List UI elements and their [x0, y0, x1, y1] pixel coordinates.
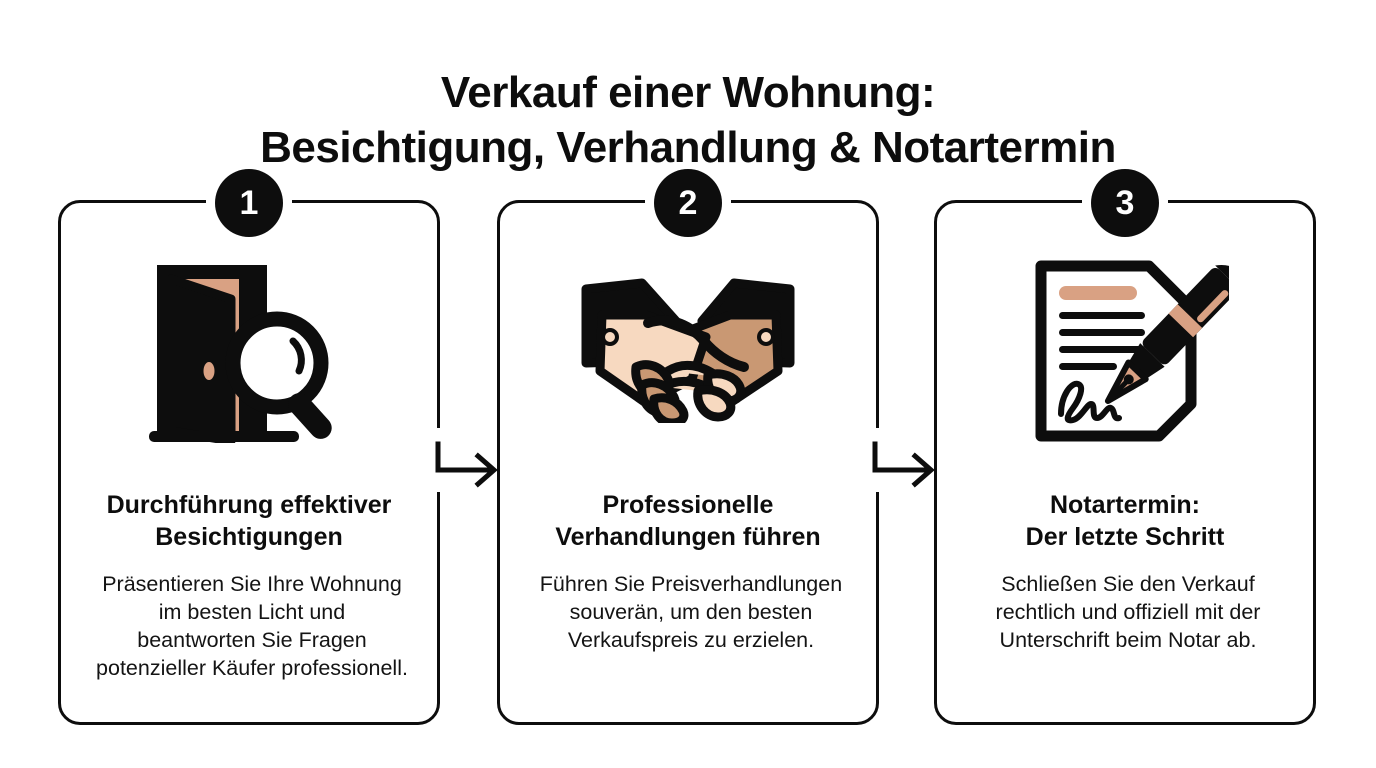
- step-card-3: 3: [934, 169, 1316, 725]
- page-title-line-2: Besichtigung, Verhandlung & Notartermin: [260, 123, 1116, 173]
- step-body-2-line-3: Verkaufspreis zu erzielen.: [567, 627, 815, 652]
- page-title-line-1: Verkauf einer Wohnung:: [440, 68, 936, 118]
- step-icon-3: [937, 251, 1313, 446]
- contract-signature-pen-icon: [1035, 260, 1229, 441]
- step-body-1-line-3: beantworten Sie Fragen: [137, 627, 367, 652]
- step-body-1-line-1: Präsentieren Sie Ihre Wohnung: [102, 572, 402, 596]
- step-body-2-line-1: Führen Sie Preisverhandlungen: [539, 572, 843, 596]
- step-body-2: Führen Sie Preisverhandlungen souverän, …: [512, 571, 870, 655]
- step-heading-1: Durchführung effektiver Besichtigungen: [77, 489, 421, 553]
- step-body-3: Schließen Sie den Verkauf rechtlich und …: [949, 571, 1307, 655]
- handshake-icon: [581, 278, 795, 423]
- step-heading-3-line-2: Der letzte Schritt: [1025, 523, 1225, 551]
- step-heading-2-line-2: Verhandlungen führen: [555, 523, 821, 551]
- step-card-2: 2: [497, 169, 883, 725]
- step-number-badge-1: 1: [215, 169, 283, 237]
- step-icon-1: [61, 251, 437, 446]
- steps-container: 1: [0, 169, 1376, 730]
- step-body-1-line-2: im besten Licht und: [158, 599, 346, 624]
- step-number-badge-3: 3: [1091, 169, 1159, 237]
- arrow-right-icon: [435, 441, 498, 488]
- step-icon-2: [500, 251, 876, 446]
- step-body-2-line-2: souverän, um den besten: [569, 599, 813, 624]
- step-heading-1-line-2: Besichtigungen: [155, 523, 343, 551]
- step-heading-3: Notartermin: Der letzte Schritt: [953, 489, 1297, 553]
- step-heading-3-line-1: Notartermin:: [1049, 491, 1200, 519]
- page-title: Verkauf einer Wohnung: Besichtigung, Ver…: [0, 65, 1376, 175]
- step-body-3-line-2: rechtlich und offiziell mit der: [995, 599, 1261, 624]
- step-card-1: 1: [58, 169, 444, 725]
- step-heading-2: Professionelle Verhandlungen führen: [516, 489, 860, 553]
- step-number-badge-2: 2: [654, 169, 722, 237]
- step-body-3-line-1: Schließen Sie den Verkauf: [1001, 572, 1255, 596]
- step-heading-2-line-1: Professionelle: [602, 491, 774, 519]
- step-body-1-line-4: potenzieller Käufer professionell.: [96, 655, 408, 680]
- connector-1: [434, 440, 506, 496]
- connector-2: [871, 440, 943, 496]
- arrow-right-icon: [872, 441, 935, 488]
- open-door-magnifier-icon: [149, 264, 332, 443]
- step-heading-1-line-1: Durchführung effektiver: [106, 491, 392, 519]
- step-body-3-line-3: Unterschrift beim Notar ab.: [999, 627, 1257, 652]
- step-body-1: Präsentieren Sie Ihre Wohnung im besten …: [73, 571, 431, 683]
